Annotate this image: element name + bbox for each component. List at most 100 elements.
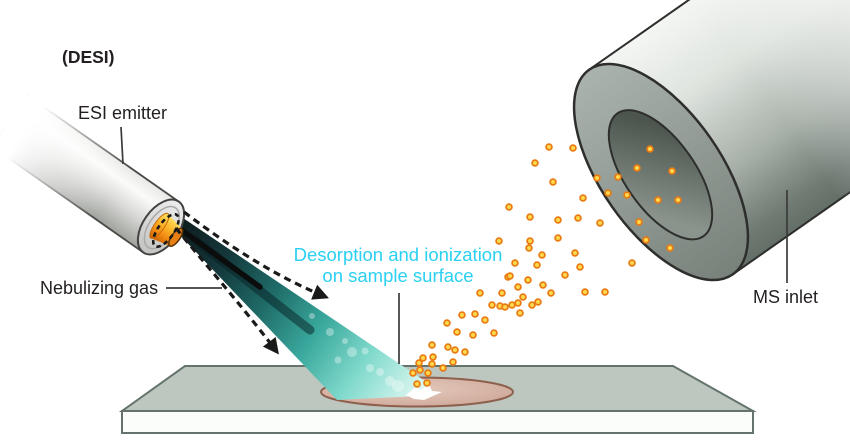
stage-front-face	[121, 410, 754, 434]
ion-dot	[593, 174, 601, 182]
ion-dot	[416, 366, 424, 374]
ion-dot	[668, 167, 676, 175]
ion-dot	[554, 234, 562, 242]
ion-dot	[539, 281, 547, 289]
ion-dot	[635, 218, 643, 226]
ion-dot	[524, 276, 532, 284]
ion-dot	[574, 214, 582, 222]
spray-jet	[173, 218, 442, 400]
impact-splash	[406, 384, 442, 400]
ion-dot	[511, 259, 519, 267]
ion-dot	[545, 143, 553, 151]
ion-dot	[614, 173, 622, 181]
spray-cone	[175, 218, 428, 400]
caption-line2: on sample surface	[322, 265, 474, 286]
ion-dot	[642, 236, 650, 244]
ion-dot	[674, 196, 682, 204]
esi-emitter-label: ESI emitter	[78, 103, 168, 123]
gas-arrow-upper	[183, 210, 329, 300]
ion-dot	[443, 319, 451, 327]
ms-inlet	[572, 0, 850, 282]
ion-dot	[514, 283, 522, 291]
ion-dot	[481, 316, 489, 324]
ion-dot	[581, 288, 589, 296]
ion-dot	[439, 364, 447, 372]
inlet-top-edge	[588, 0, 850, 71]
ion-dot	[428, 341, 436, 349]
ion-dot	[666, 244, 674, 252]
ion-dot	[538, 251, 546, 259]
ion-dot	[531, 159, 539, 167]
esi-emitter-leader	[120, 126, 124, 165]
ion-dot	[623, 191, 631, 199]
nebulizing-gas-label: Nebulizing gas	[40, 278, 159, 298]
ion-dot	[528, 301, 536, 309]
ion-dot	[461, 348, 469, 356]
ion-dot	[498, 289, 506, 297]
ion-dot	[495, 237, 503, 245]
ion-dot	[476, 289, 484, 297]
ion-dot	[633, 164, 641, 172]
ion-dot	[469, 331, 477, 339]
sample-stage	[118, 365, 757, 434]
esi-emitter	[0, 93, 186, 256]
ion-dot	[505, 203, 513, 211]
ion-dot	[501, 303, 509, 311]
ion-dot	[424, 369, 432, 377]
ion-dot	[419, 354, 427, 362]
ms-inlet-label: MS inlet	[753, 287, 819, 307]
ion-dot	[413, 380, 421, 388]
ion-dot	[514, 299, 522, 307]
ion-dot	[458, 311, 466, 319]
emitter-capillary	[173, 223, 263, 290]
ion-dot	[561, 271, 569, 279]
spray-texture	[309, 313, 404, 392]
ion-dot	[569, 144, 577, 152]
ion-dot	[628, 259, 636, 267]
inlet-bottom-edge	[732, 81, 850, 276]
ion-dot	[596, 219, 604, 227]
ion-dot	[415, 359, 423, 367]
ion-dot	[451, 346, 459, 354]
ion-dot	[428, 360, 436, 368]
ion-dot	[579, 194, 587, 202]
ion-dot	[554, 216, 562, 224]
ion-dot	[654, 196, 662, 204]
ion-plume	[409, 143, 682, 388]
ion-dot	[449, 358, 457, 366]
ion-dot	[429, 353, 437, 361]
ion-dot	[490, 329, 498, 337]
ion-dot	[533, 261, 541, 269]
ion-dot	[549, 178, 557, 186]
emitter-fade	[0, 93, 135, 223]
ion-dot	[519, 293, 527, 301]
caption: Desorption and ionization on sample surf…	[268, 244, 528, 286]
gas-annulus-dashes	[151, 212, 180, 248]
ion-dot	[423, 379, 431, 387]
ion-dot	[453, 328, 461, 336]
ion-dot	[547, 289, 555, 297]
ion-dot	[526, 237, 534, 245]
ion-dot	[601, 288, 609, 296]
ion-dot	[471, 310, 479, 318]
ion-dot	[488, 301, 496, 309]
ion-dot	[571, 249, 579, 257]
leader-lines	[120, 126, 788, 364]
ion-dot	[508, 301, 516, 309]
ion-dot	[576, 263, 584, 271]
nebulizing-gas-flow	[174, 210, 329, 355]
inlet-bore	[607, 109, 714, 241]
ion-dot	[604, 189, 612, 197]
ion-dot	[646, 145, 654, 153]
ion-dot	[444, 343, 452, 351]
gas-arrow-lower	[174, 227, 279, 355]
emitter-tip-base	[149, 212, 170, 239]
ion-dot	[526, 213, 534, 221]
ion-dot	[534, 298, 542, 306]
ion-dot	[525, 244, 533, 252]
diagram-title: (DESI)	[62, 47, 115, 67]
ion-dot	[409, 369, 417, 377]
ion-dot	[516, 309, 524, 317]
